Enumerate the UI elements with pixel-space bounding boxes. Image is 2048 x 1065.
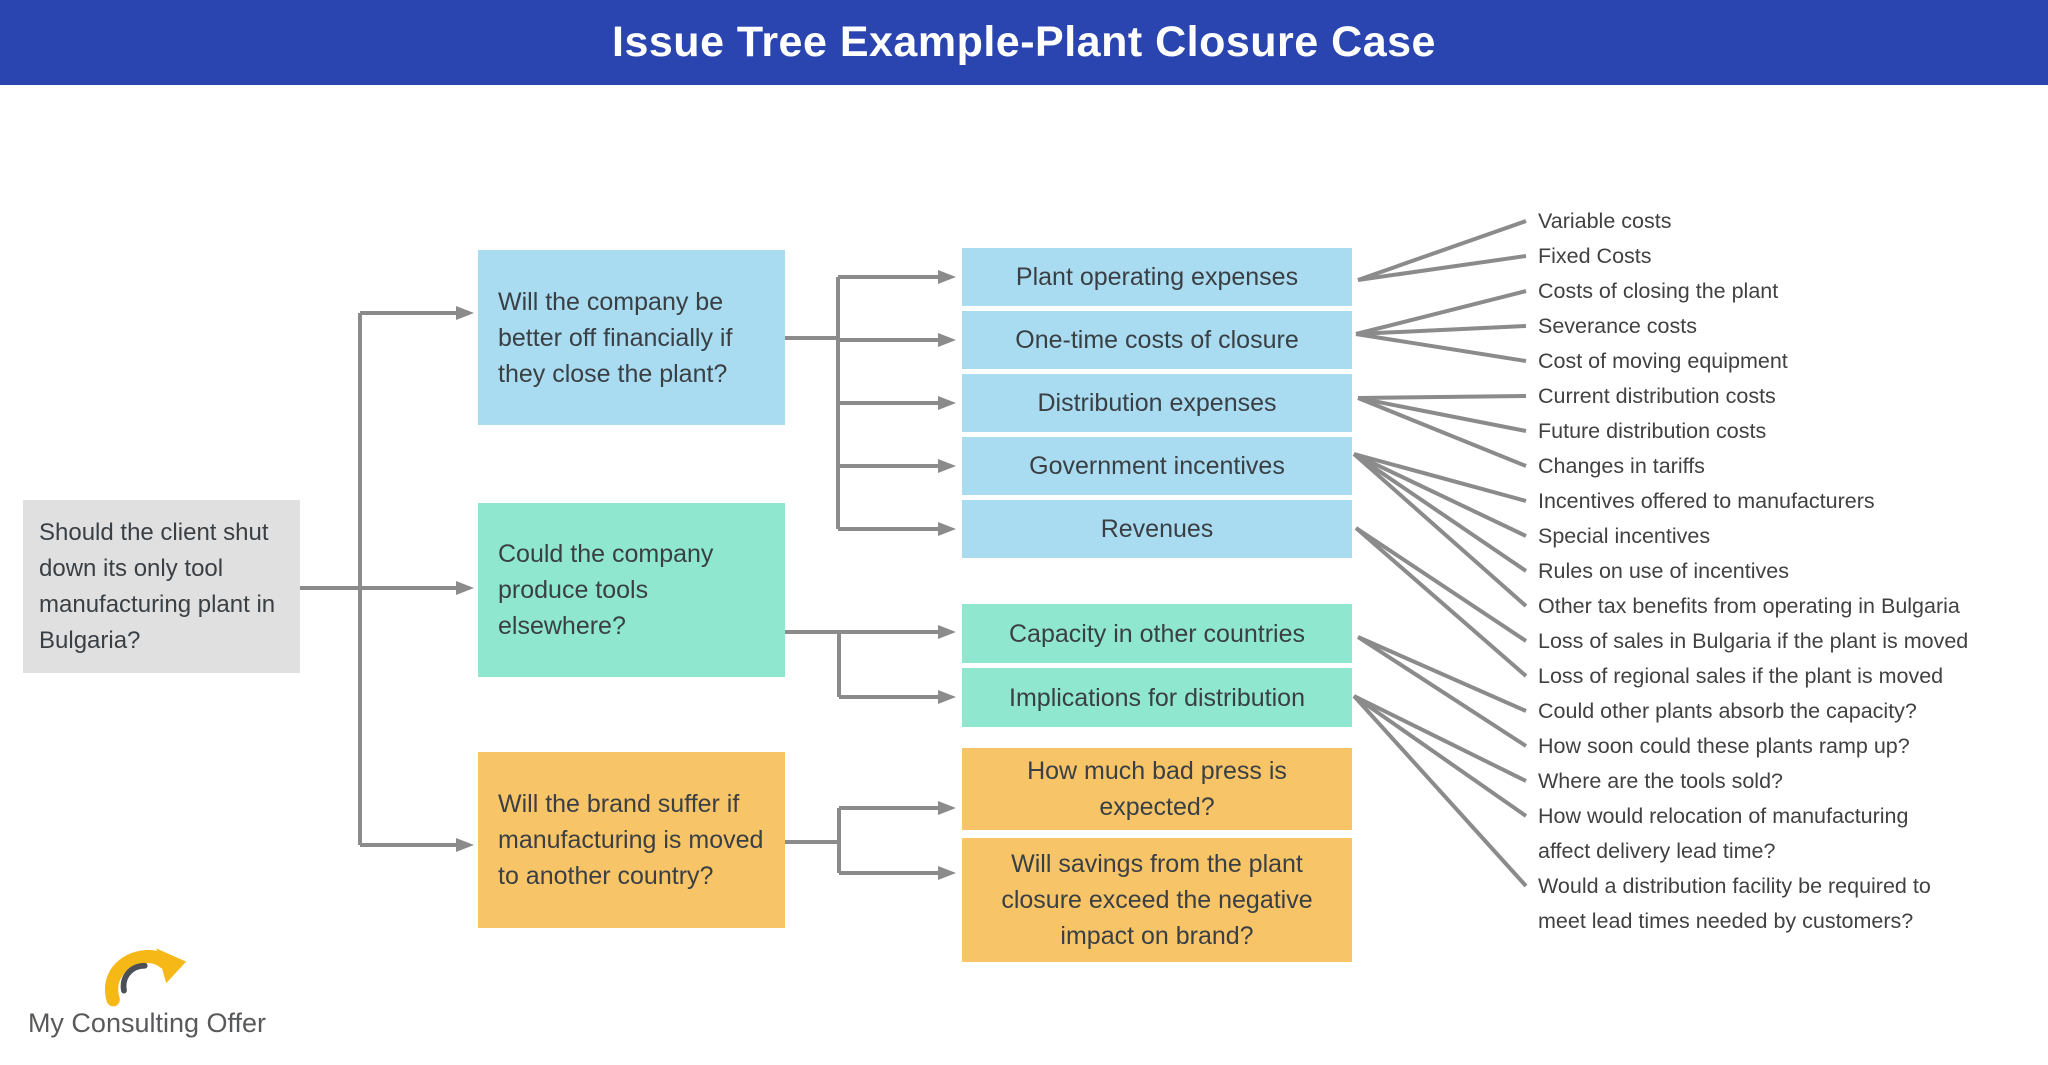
- leaf-loss-sales-bulgaria: Loss of sales in Bulgaria if the plant i…: [1538, 629, 1969, 653]
- company-logo-arrow-icon: [105, 948, 187, 1007]
- branch-brand-box: Will the brand suffer if manufacturing i…: [478, 752, 785, 928]
- leaf-rules-incentives: Rules on use of incentives: [1538, 559, 1789, 583]
- leaf-variable-costs: Variable costs: [1538, 209, 1672, 233]
- leaf-costs-closing-plant: Costs of closing the plant: [1538, 279, 1779, 303]
- root-question-label: Should the client shut down its only too…: [39, 518, 276, 654]
- leaf-current-distribution-costs: Current distribution costs: [1538, 384, 1776, 408]
- leaf-fixed-costs: Fixed Costs: [1538, 244, 1652, 268]
- sub-distribution-expenses: Distribution expenses: [962, 374, 1352, 432]
- branch-capacity-box: Could the company produce tools elsewher…: [478, 503, 785, 677]
- sub-revenues: Revenues: [962, 500, 1352, 558]
- sub-savings-vs-brand: Will savings from the plant closure exce…: [962, 838, 1352, 962]
- sub-bad-press: How much bad press is expected?: [962, 748, 1352, 830]
- sub-label: Capacity in other countries: [1009, 619, 1305, 648]
- sub-label: One-time costs of closure: [1015, 326, 1299, 354]
- branch-financial-label: Will the company be better off financial…: [498, 287, 733, 388]
- capacity-branch-connector: [785, 625, 956, 704]
- leaf-changes-in-tariffs: Changes in tariffs: [1538, 454, 1705, 478]
- root-branch-connector: [300, 306, 474, 852]
- branch-financial-box: Will the company be better off financial…: [478, 250, 785, 425]
- leaf-cost-moving-equipment: Cost of moving equipment: [1538, 349, 1788, 373]
- title-bar: Issue Tree Example-Plant Closure Case: [0, 0, 2048, 85]
- page-title: Issue Tree Example-Plant Closure Case: [612, 18, 1436, 66]
- leaf-absorb-capacity: Could other plants absorb the capacity?: [1538, 699, 1917, 723]
- sub-one-time-costs: One-time costs of closure: [962, 311, 1352, 369]
- sub-label: Revenues: [1100, 515, 1214, 543]
- sub-implications-distribution: Implications for distribution: [962, 668, 1352, 727]
- sub-government-incentives: Government incentives: [962, 437, 1352, 495]
- branch-capacity-label: Could the company produce tools elsewher…: [498, 540, 714, 640]
- leaf-relocation-lead-time: How would relocation of manufacturing af…: [1538, 804, 1909, 863]
- leaf-ramp-up: How soon could these plants ramp up?: [1538, 734, 1910, 758]
- brand-branch-connector: [785, 801, 956, 880]
- leaf-fan-lines: [1352, 219, 1528, 888]
- sub-label: Will savings from the plant closure exce…: [1001, 850, 1313, 950]
- sub-capacity-other-countries: Capacity in other countries: [962, 604, 1352, 663]
- leaf-incentives-offered: Incentives offered to manufacturers: [1538, 489, 1875, 513]
- leaf-future-distribution-costs: Future distribution costs: [1538, 419, 1767, 443]
- sub-label: Implications for distribution: [1009, 683, 1305, 712]
- leaf-special-incentives: Special incentives: [1538, 524, 1711, 548]
- sub-plant-operating-expenses: Plant operating expenses: [962, 248, 1352, 306]
- leaf-other-tax-benefits: Other tax benefits from operating in Bul…: [1538, 594, 1960, 618]
- leaf-where-tools-sold: Where are the tools sold?: [1538, 769, 1783, 793]
- root-question-box: Should the client shut down its only too…: [23, 500, 300, 673]
- leaf-severance-costs: Severance costs: [1538, 314, 1697, 338]
- sub-label: How much bad press is expected?: [1027, 757, 1287, 821]
- branch-brand-label: Will the brand suffer if manufacturing i…: [498, 790, 764, 890]
- financial-branch-connector: [785, 270, 956, 536]
- sub-label: Government incentives: [1029, 452, 1285, 480]
- leaf-loss-regional-sales: Loss of regional sales if the plant is m…: [1538, 664, 1944, 688]
- sub-label: Distribution expenses: [1037, 389, 1277, 417]
- company-logo-text: My Consulting Offer: [27, 1008, 267, 1038]
- leaf-distribution-facility: Would a distribution facility be require…: [1538, 874, 1931, 933]
- sub-label: Plant operating expenses: [1015, 263, 1299, 291]
